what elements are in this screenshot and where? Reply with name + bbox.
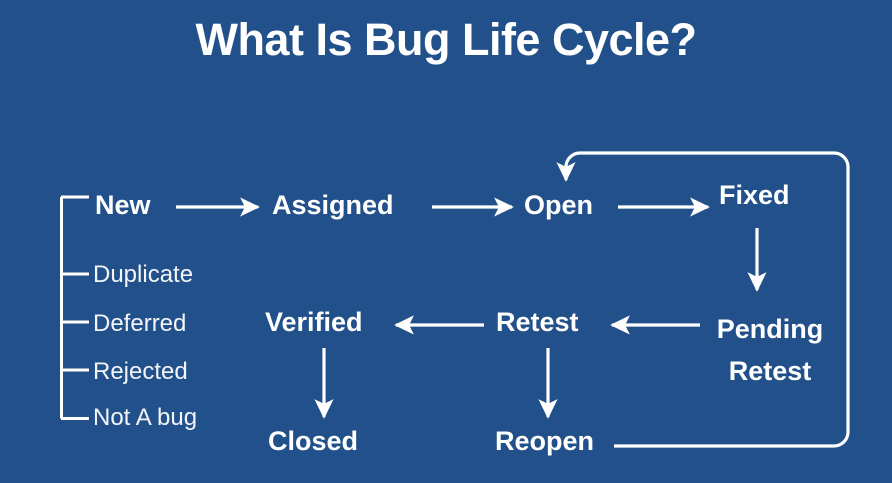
node-rejected: Rejected [93, 358, 188, 385]
node-assigned: Assigned [272, 190, 394, 220]
node-not-a-bug: Not A bug [93, 404, 198, 431]
edge-reopen-open-loop [556, 151, 850, 448]
node-reopen: Reopen [495, 426, 595, 456]
node-new: New [95, 190, 151, 220]
page-title: What Is Bug Life Cycle? [195, 14, 697, 65]
node-closed: Closed [268, 426, 359, 456]
node-retest: Retest [496, 307, 579, 337]
node-pending-retest: Pending Retest [708, 309, 832, 393]
node-verified: Verified [265, 307, 363, 337]
node-pending-retest-line1: Pending [716, 314, 824, 344]
node-duplicate: Duplicate [93, 261, 194, 288]
node-fixed: Fixed [719, 180, 790, 210]
node-deferred: Deferred [93, 310, 187, 337]
node-open: Open [524, 190, 594, 220]
node-pending-retest-line2: Retest [728, 355, 812, 386]
